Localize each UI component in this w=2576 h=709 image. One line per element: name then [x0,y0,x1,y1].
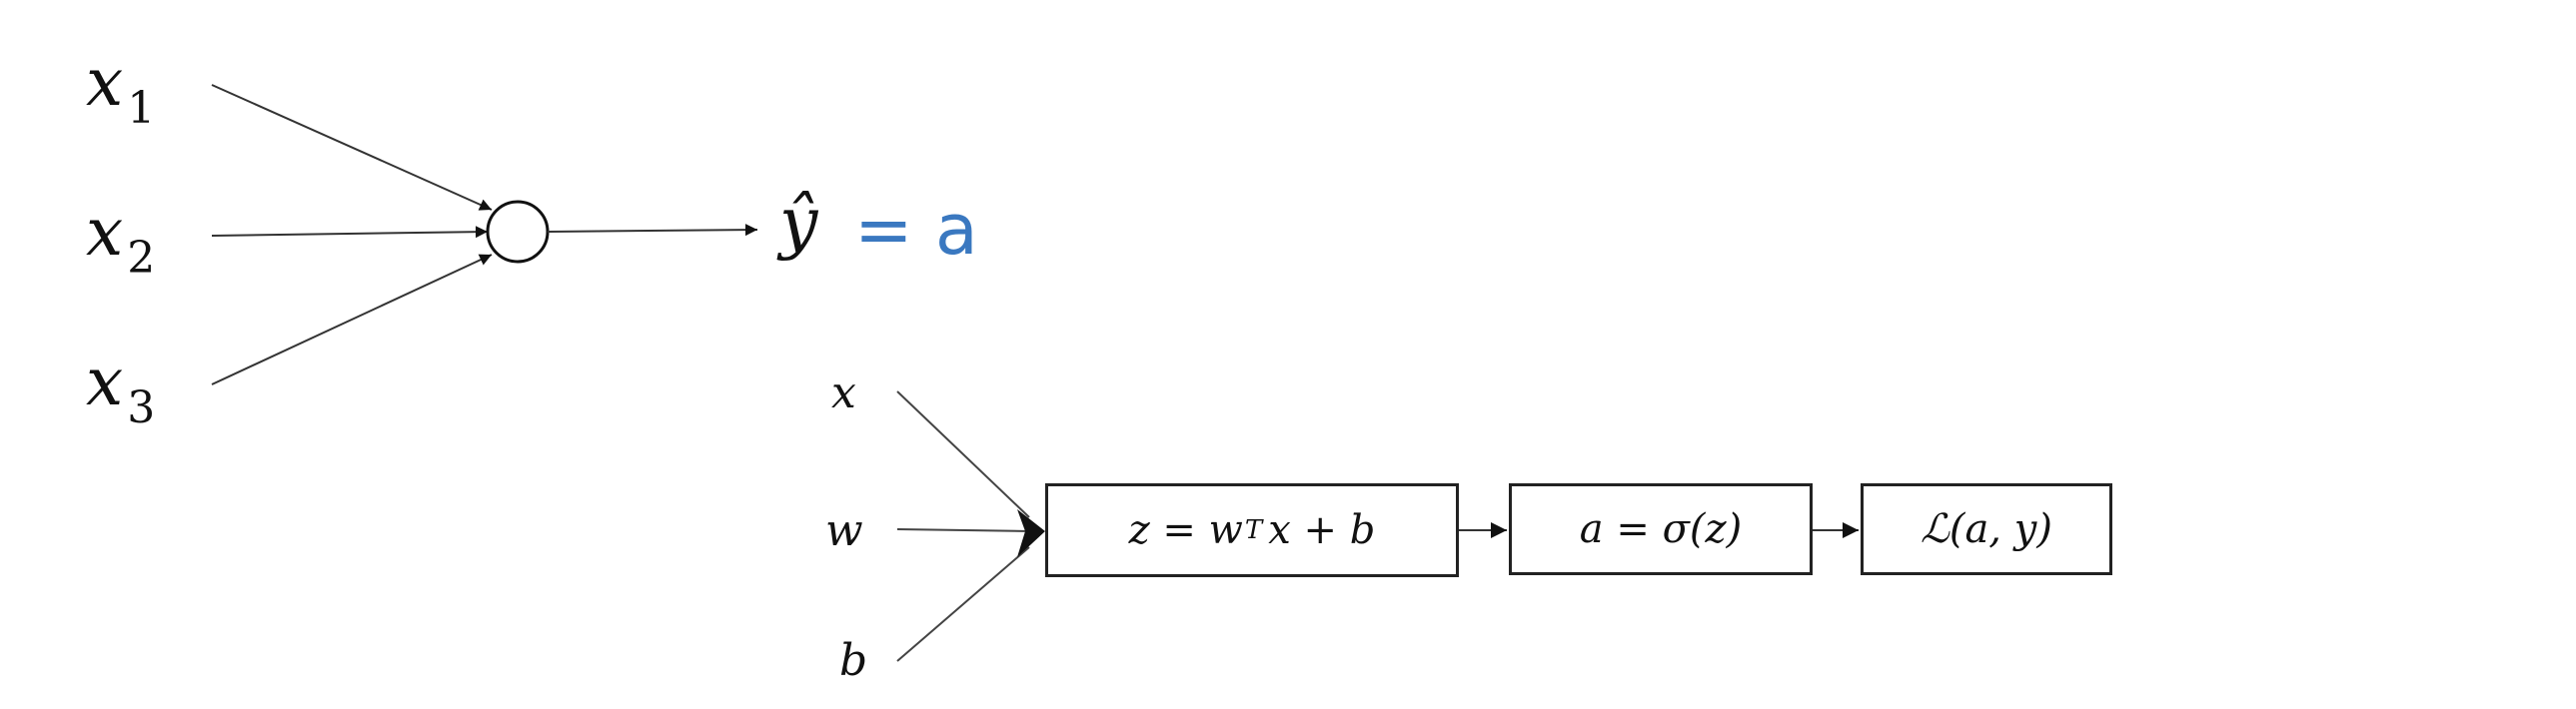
graph-input-w-label: w [825,505,863,556]
input-x1-label: x1 [86,44,156,134]
edge-x3-neuron [211,254,493,385]
input-x3-label: x3 [86,344,156,433]
graph-input-b-label: b [839,635,868,686]
edge-x1-neuron [211,84,493,211]
input-x2-label: x2 [86,194,156,284]
box-activation-a: a = σ(z) [1509,483,1813,575]
edge-graph-b [896,546,1030,662]
merge-arrowhead [1017,509,1045,557]
output-yhat-label: ŷ [779,184,818,263]
neuron-node [486,200,550,264]
edge-x2-neuron [211,226,489,239]
edge-graph-x [896,390,1030,518]
graph-input-x-label: x [831,367,856,418]
box-loss: ℒ(a, y) [1861,483,2112,575]
handwritten-annotation: = a [854,189,978,271]
edge-neuron-output [547,224,758,237]
edge-graph-w [896,528,1030,532]
